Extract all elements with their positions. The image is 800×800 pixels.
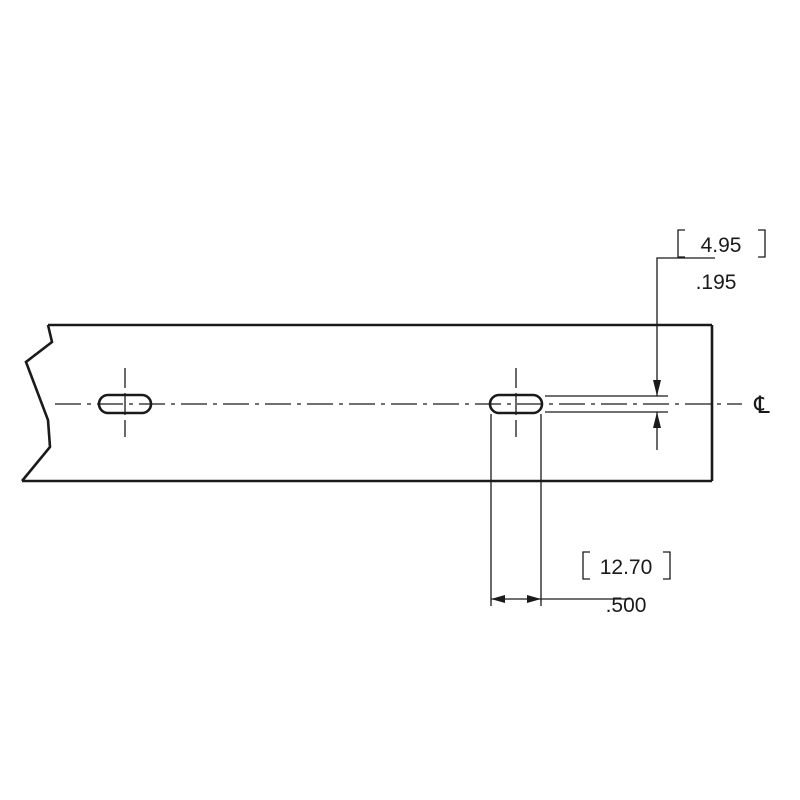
metric-bracket-left bbox=[582, 551, 590, 580]
bar-break-line bbox=[20, 324, 54, 482]
metric-bracket-right bbox=[758, 229, 766, 258]
slot-right bbox=[488, 368, 544, 437]
metric-bracket-right bbox=[663, 551, 671, 580]
slot-offset-dimension: 4.95 .195 bbox=[545, 229, 766, 450]
arrowhead-right bbox=[527, 595, 541, 603]
arrowhead-bottom bbox=[653, 412, 661, 428]
slot-left bbox=[97, 368, 153, 437]
arrowhead-top bbox=[653, 380, 661, 396]
centerline-symbol: ℄ bbox=[753, 391, 770, 419]
slot-offset-imperial: .195 bbox=[696, 271, 737, 294]
leader-line bbox=[656, 257, 715, 396]
metric-bracket-left bbox=[677, 229, 685, 258]
slot-width-metric: 12.70 bbox=[600, 556, 653, 579]
arrowhead-left bbox=[491, 595, 505, 603]
slot-offset-metric: 4.95 bbox=[701, 234, 742, 257]
slot-width-dimension: 12.70 .500 bbox=[490, 414, 671, 617]
bar-outline bbox=[20, 323, 714, 483]
slot-width-imperial: .500 bbox=[606, 594, 647, 617]
